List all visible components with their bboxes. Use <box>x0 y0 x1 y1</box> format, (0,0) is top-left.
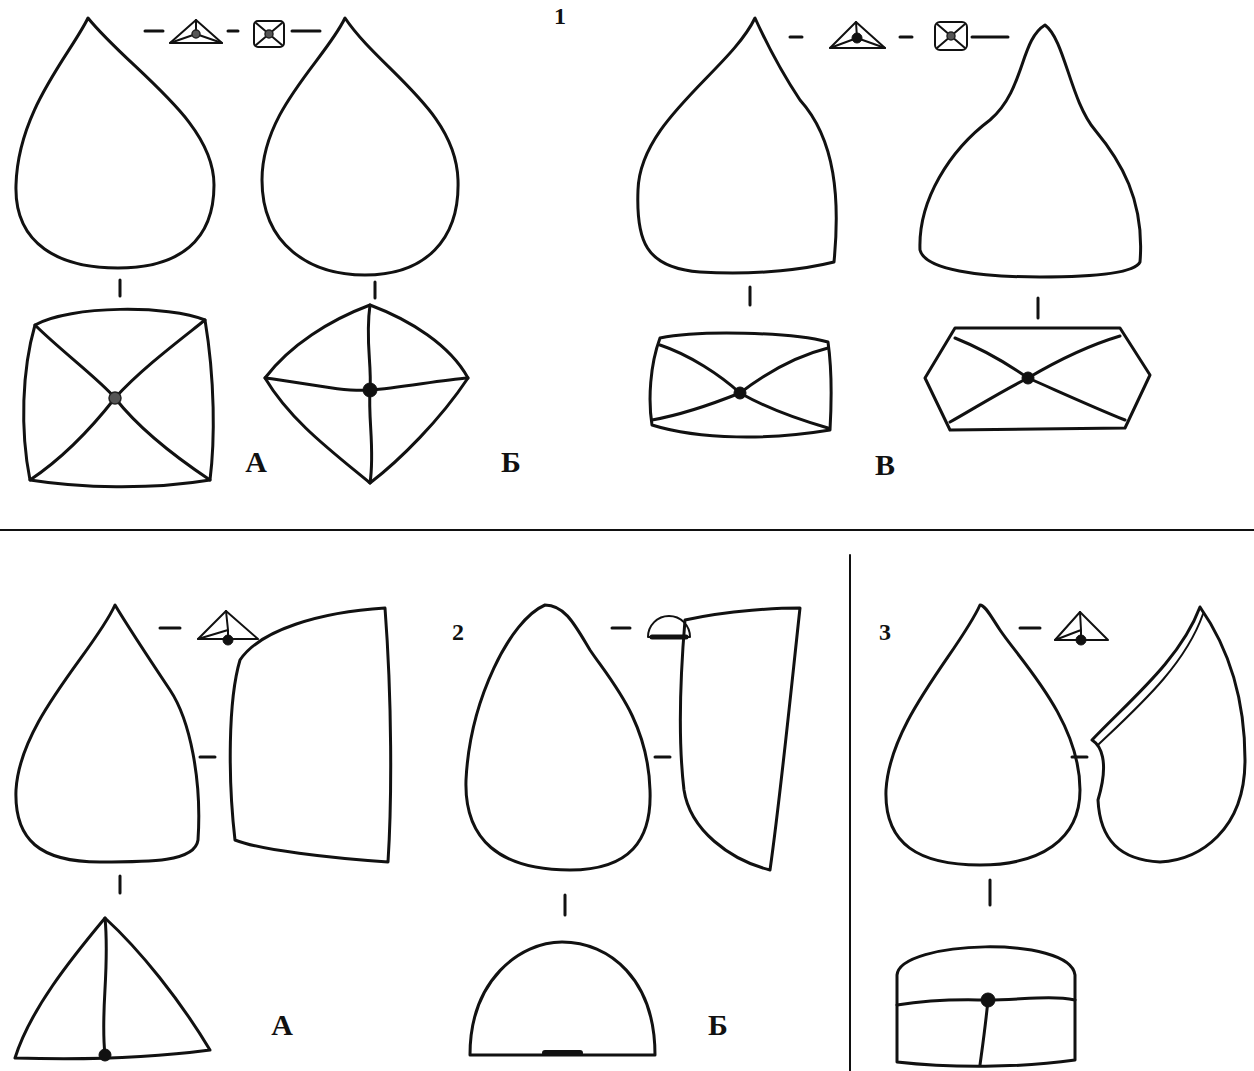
panel-number: 2 <box>452 620 464 644</box>
panel-number: 3 <box>879 620 891 644</box>
seed-drawings-1v <box>638 18 1150 437</box>
seed-drawings-1ab <box>16 18 468 487</box>
section-icons <box>145 20 1108 645</box>
panel-letter: В <box>875 450 895 480</box>
panel-letter: Б <box>708 1010 728 1040</box>
panel-letter: Б <box>501 447 521 477</box>
divider <box>0 529 1254 531</box>
panel-letter: А <box>271 1010 293 1040</box>
divider <box>849 555 851 1071</box>
seed-drawings-2 <box>15 605 800 1061</box>
seed-drawings-3 <box>886 605 1245 1066</box>
panel-number: 1 <box>554 4 566 28</box>
panel-letter: А <box>245 447 267 477</box>
